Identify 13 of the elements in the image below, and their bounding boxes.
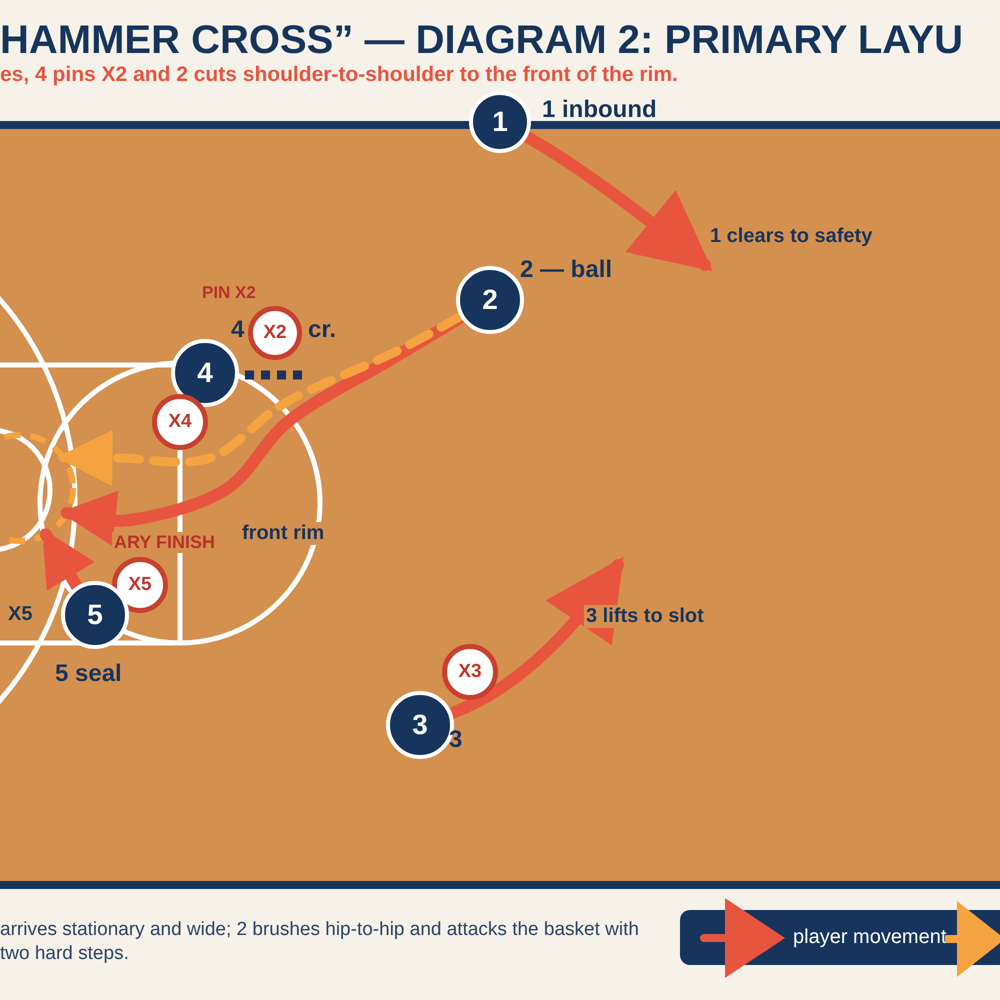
- movement-arrow: [521, 131, 713, 272]
- player-label: 5 seal: [55, 660, 122, 688]
- legend-text: player movement: [793, 926, 946, 949]
- subtitle: es, 4 pins X2 and 2 cuts shoulder-to-shoulder to the front of the rim.: [0, 63, 678, 87]
- player-label: 1 inbound: [542, 96, 657, 124]
- edge-label: 1 clears to safety: [708, 225, 874, 248]
- caption: arrives stationary and wide; 2 brushes hip-to-hip and attacks the basket with two hard steps.: [0, 918, 640, 966]
- edge-label: 3 lifts to slot: [584, 605, 706, 628]
- movement-arrow: [56, 312, 465, 486]
- movement-arrow: [40, 528, 95, 592]
- title: HAMMER CROSS” — DIAGRAM 2: PRIMARY LAYU: [0, 18, 964, 63]
- movement-arrow: [60, 312, 467, 548]
- offense-player-marker: 1: [469, 91, 531, 153]
